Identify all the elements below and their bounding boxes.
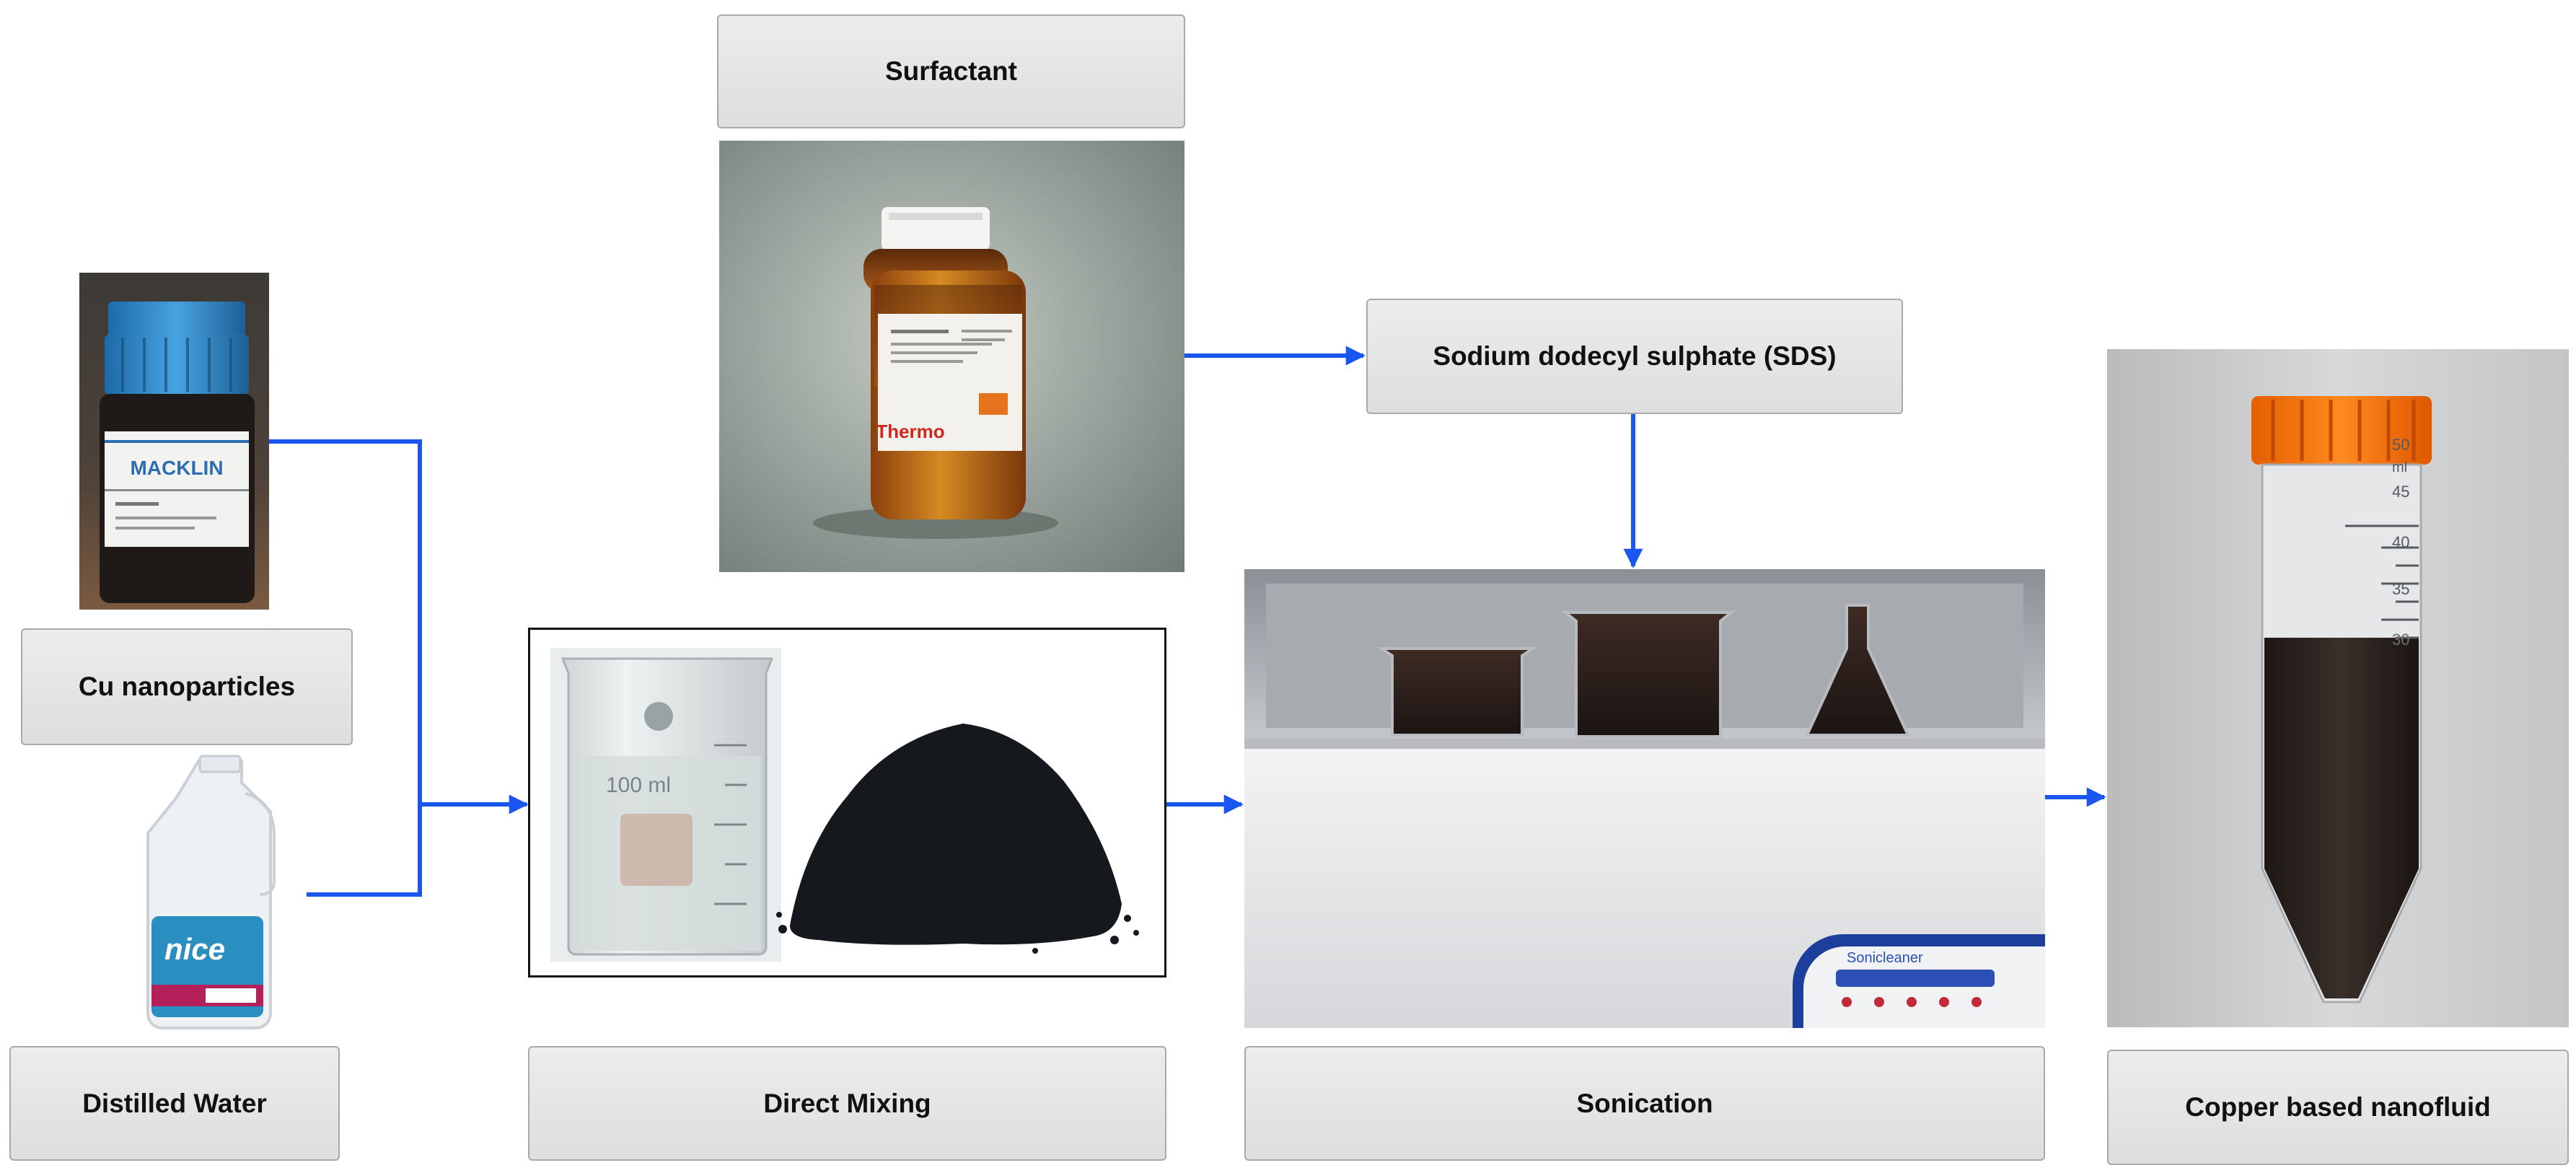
surfactant-brand-text: Thermo xyxy=(876,421,944,442)
sonicator-brand-text: Sonicleaner xyxy=(1847,950,1923,966)
tube-mark-35: 35 xyxy=(2392,580,2409,598)
copper-nanofluid-label: Copper based nanofluid xyxy=(2107,1050,2569,1165)
copper-nanofluid-photo: 50 ml 45 40 35 30 xyxy=(2107,349,2569,1027)
connector-cu-to-mixing xyxy=(269,439,529,814)
connector-water-to-mixing xyxy=(307,804,422,897)
distilled-water-photo: nice xyxy=(119,750,310,1037)
tube-mark-40: 40 xyxy=(2392,533,2409,551)
surfactant-photo: Thermo xyxy=(719,141,1184,572)
sds-label: Sodium dodecyl sulphate (SDS) xyxy=(1366,299,1903,414)
tube-mark-30: 30 xyxy=(2392,631,2409,649)
direct-mixing-label: Direct Mixing xyxy=(528,1046,1166,1161)
tube-unit-text: ml xyxy=(2392,460,2407,475)
surfactant-label: Surfactant xyxy=(717,14,1185,128)
beaker-volume-text: 100 ml xyxy=(606,773,671,797)
cu-nanoparticles-label: Cu nanoparticles xyxy=(21,628,353,745)
sonication-label: Sonication xyxy=(1244,1046,2045,1161)
cu-nanoparticles-photo: MACKLIN xyxy=(79,273,269,610)
distilled-water-label: Distilled Water xyxy=(9,1046,340,1161)
sonication-photo: Sonicleaner xyxy=(1244,569,2045,1028)
cu-bottle-brand-text: MACKLIN xyxy=(130,457,223,479)
tube-mark-50: 50 xyxy=(2392,436,2409,454)
tube-mark-45: 45 xyxy=(2392,483,2409,501)
water-brand-text: nice xyxy=(164,932,225,966)
direct-mixing-photo: 100 ml xyxy=(528,628,1166,978)
